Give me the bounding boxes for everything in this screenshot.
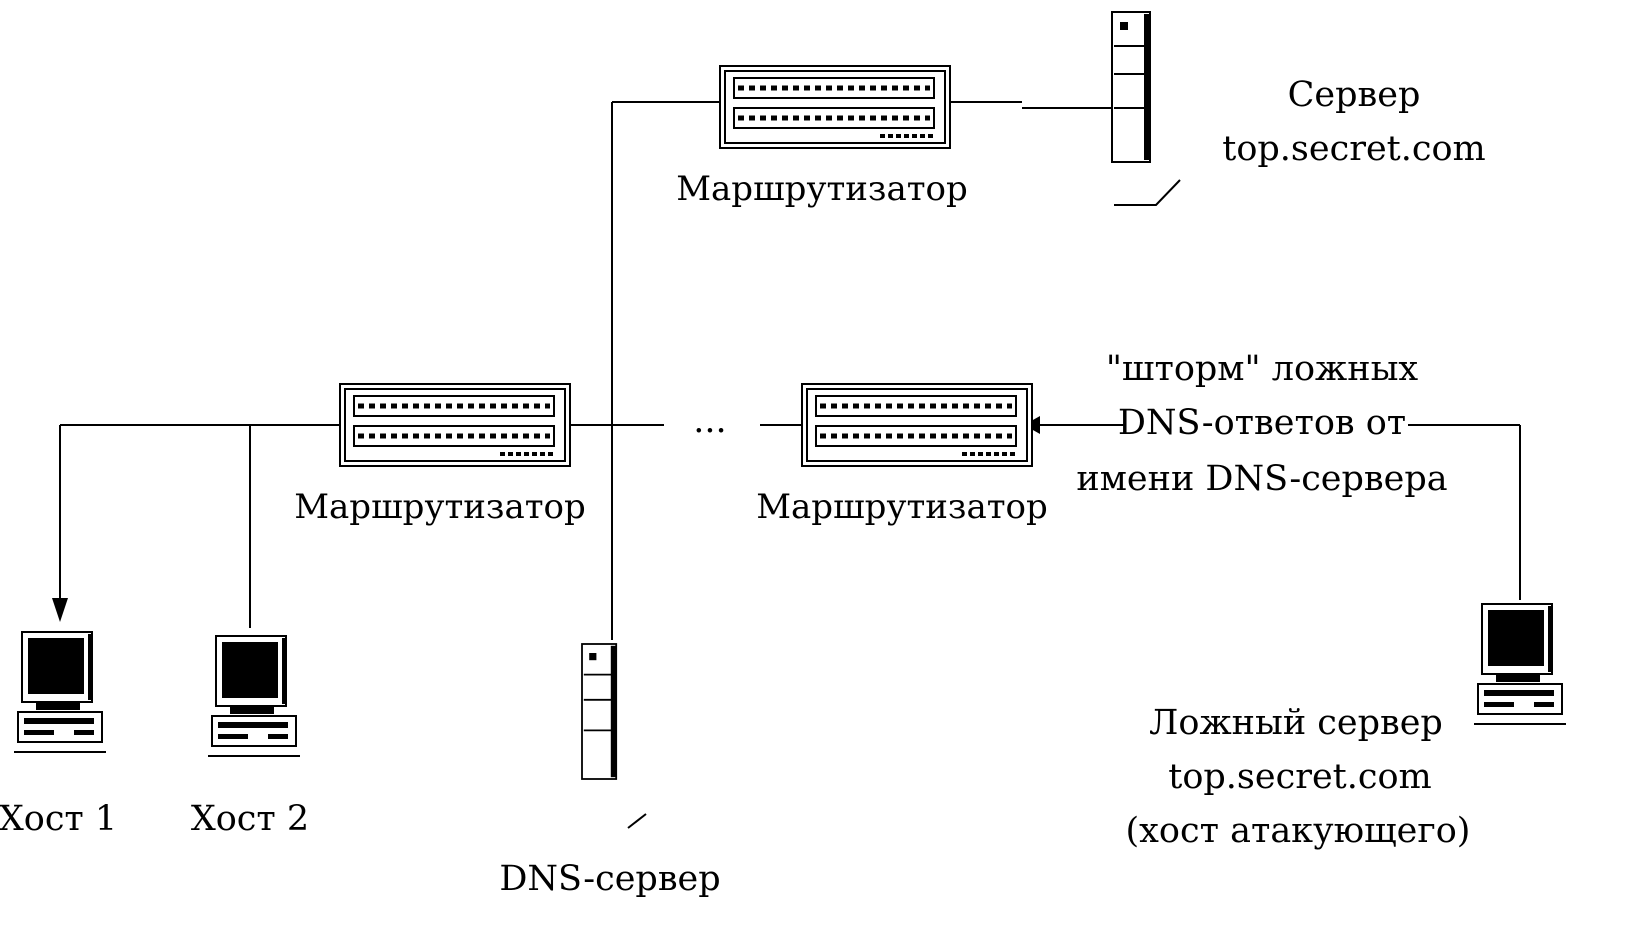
storm-label-line2: DNS-ответов от <box>1118 403 1406 443</box>
host1-label: Хост 1 <box>0 799 117 839</box>
router-top-label: Маршрутизатор <box>676 169 968 209</box>
host2-label: Хост 2 <box>191 799 309 839</box>
dns-server-label: DNS-сервер <box>499 859 720 899</box>
fake-server-line1: Ложный сервер <box>1149 703 1443 743</box>
arrow-head-icon <box>52 598 68 622</box>
storm-label-line1: "шторм" ложных <box>1106 349 1419 389</box>
desktop-computer-icon <box>14 632 106 752</box>
router-icon <box>340 384 570 466</box>
desktop-computer-icon <box>208 636 300 756</box>
router-right-label: Маршрутизатор <box>756 487 1048 527</box>
router-icon <box>720 66 950 148</box>
ellipsis-label: ... <box>693 401 726 441</box>
desktop-computer-icon <box>1474 604 1566 724</box>
fake-server-line3: (хост атакующего) <box>1126 811 1471 851</box>
server-tower-icon <box>1112 12 1150 162</box>
server-title-line2: top.secret.com <box>1222 129 1485 169</box>
fake-server-line2: top.secret.com <box>1168 757 1431 797</box>
server-tower-icon <box>582 644 616 779</box>
storm-label-line3: имени DNS-сервера <box>1076 459 1447 499</box>
server-title-line1: Сервер <box>1288 75 1421 115</box>
router-icon <box>802 384 1032 466</box>
router-left-label: Маршрутизатор <box>294 487 586 527</box>
